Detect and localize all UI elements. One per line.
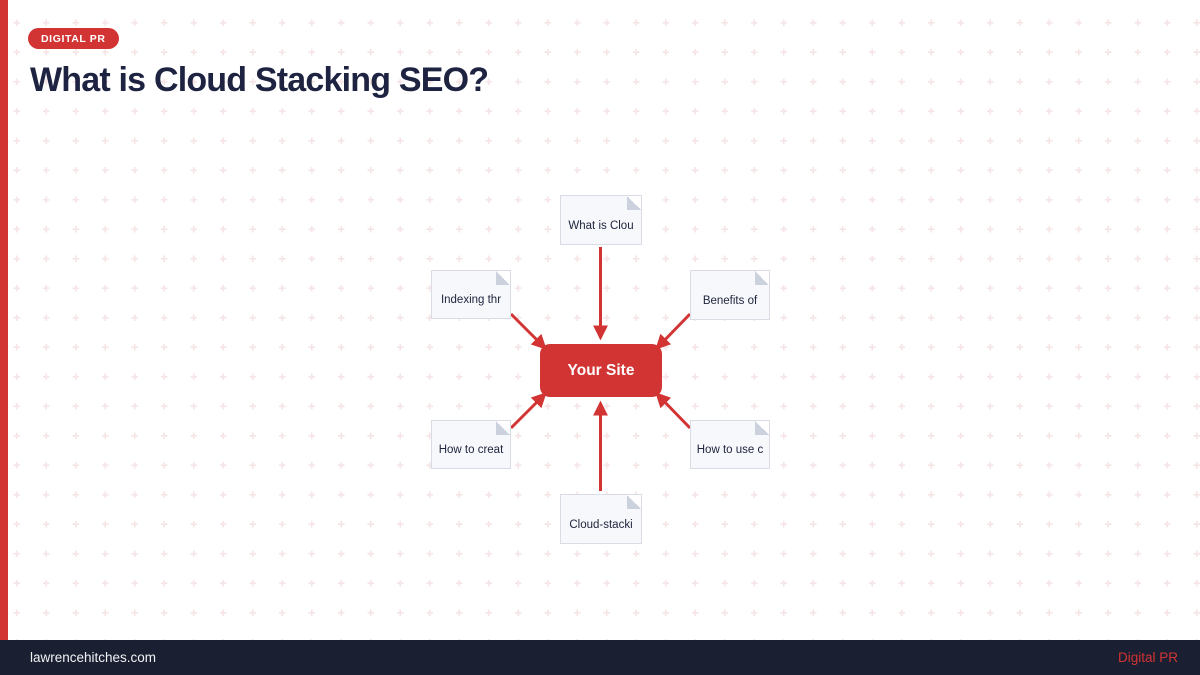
doc-node-bottom-right: How to use c [690, 420, 770, 469]
doc-node-bottom-left: How to creat [431, 420, 511, 469]
doc-node-label: What is Clou [568, 219, 634, 232]
folded-corner-icon [755, 271, 769, 285]
page-title: What is Cloud Stacking SEO? [30, 61, 489, 99]
doc-node-bottom: Cloud-stacki [560, 494, 642, 544]
doc-node-top-right: Benefits of [690, 270, 770, 320]
doc-node-label: Indexing thr [440, 294, 502, 306]
doc-node-label: Cloud-stacki [569, 518, 633, 531]
folded-corner-icon [627, 495, 641, 509]
doc-node-top: What is Clou [560, 195, 642, 245]
arrow-top-right-to-center [655, 312, 692, 350]
category-badge: DIGITAL PR [28, 28, 119, 49]
folded-corner-icon [627, 196, 641, 210]
folded-corner-icon [755, 421, 769, 435]
arrow-bottom-right-to-center [655, 392, 692, 430]
brand-label: Digital PR [1117, 650, 1178, 665]
website-url: lawrencehitches.com [30, 650, 157, 665]
doc-node-label: Benefits of [702, 294, 758, 307]
doc-node-top-left: Indexing thr [431, 270, 511, 319]
doc-node-label: How to creat [438, 444, 504, 456]
doc-node-label: How to use c [696, 444, 764, 456]
footer-bar: lawrencehitches.com Digital PR [0, 640, 1200, 675]
your-site-node: Your Site [540, 344, 662, 397]
folded-corner-icon [496, 271, 510, 285]
arrow-bottom-left-to-center [509, 392, 547, 430]
left-accent-bar [0, 0, 8, 640]
folded-corner-icon [496, 421, 510, 435]
arrow-top-left-to-center [509, 312, 547, 350]
